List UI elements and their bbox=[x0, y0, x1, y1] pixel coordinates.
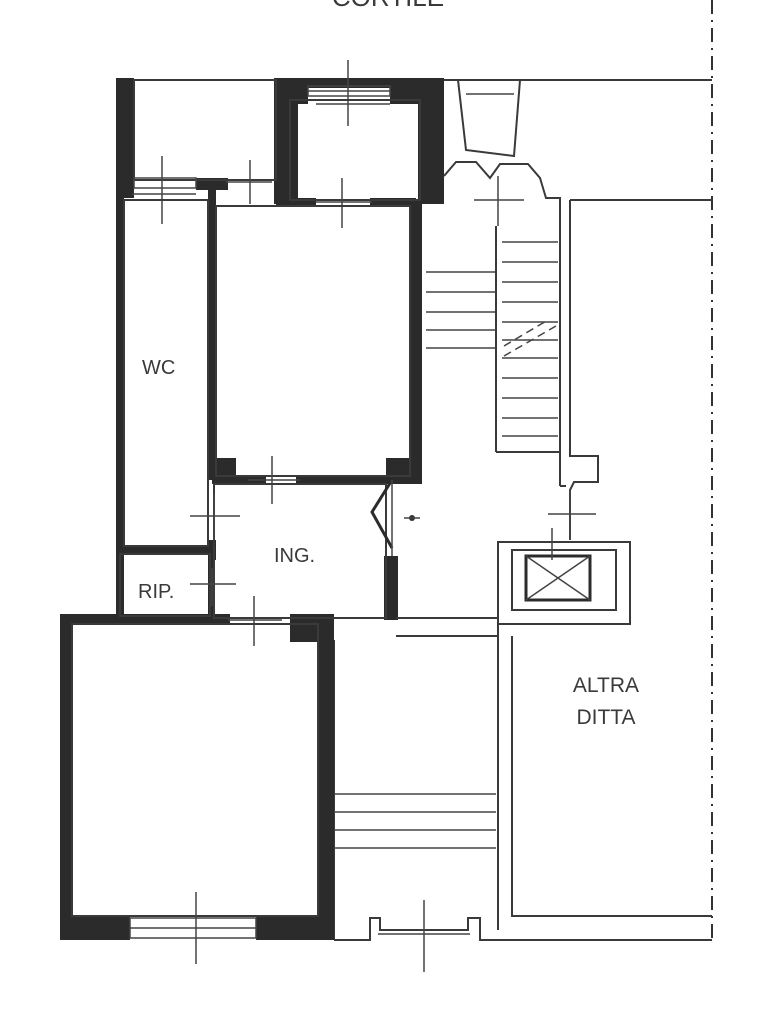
ing-label: ING. bbox=[274, 545, 315, 567]
altra-ditta-label-line2: DITTA bbox=[576, 706, 635, 729]
upper-left-room bbox=[133, 79, 277, 181]
entrance-door-arrow-icon bbox=[370, 479, 420, 556]
altra-ditta-label-line1: ALTRA bbox=[573, 674, 639, 697]
rip-label: RIP. bbox=[138, 581, 174, 603]
cortile-label: CORTILE bbox=[332, 0, 444, 12]
stairwell-upper bbox=[426, 79, 712, 540]
lower-window bbox=[129, 892, 257, 964]
wc-window bbox=[132, 156, 197, 224]
main-room bbox=[215, 205, 411, 477]
small-top-room bbox=[289, 99, 421, 201]
top-window bbox=[307, 60, 391, 126]
rip-room bbox=[119, 553, 211, 617]
wc-room bbox=[123, 199, 209, 547]
elevator-shaft bbox=[497, 528, 631, 625]
lower-room bbox=[71, 623, 319, 917]
stairwell-lower bbox=[333, 542, 499, 972]
entrance-room bbox=[213, 483, 387, 619]
wc-label: WC bbox=[142, 357, 175, 379]
lower-room-walls bbox=[60, 614, 334, 940]
other-company-area bbox=[498, 623, 712, 941]
